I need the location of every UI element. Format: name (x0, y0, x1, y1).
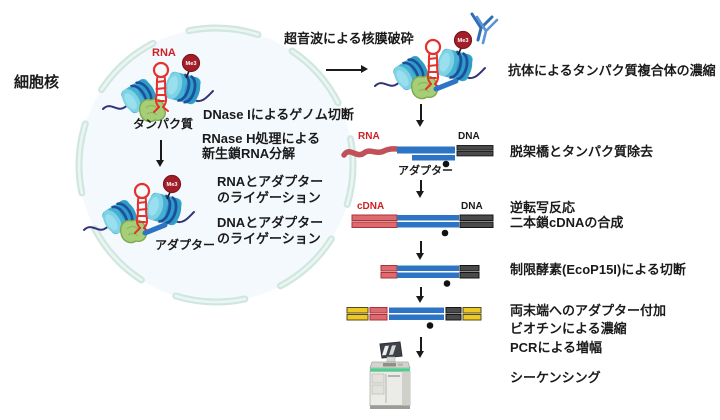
step-rna-ligation-line2: のライゲーション (217, 190, 321, 205)
library-fragment-molecule (346, 307, 482, 329)
step-rna-ligation-line1: RNAとアダプター (217, 174, 324, 189)
cdna-bars (351, 214, 494, 228)
arrow-down-icon (156, 140, 165, 167)
cdna-double-strand-molecule: cDNA DNA (351, 201, 494, 237)
rna-adapter-dna-molecule: RNA DNA (341, 131, 494, 168)
rna-label: RNA (152, 47, 176, 59)
chromatin-complex-icon: Me3 (100, 42, 215, 130)
adapter-label: アダプター (155, 238, 216, 252)
digested-fragment-molecule (380, 265, 480, 287)
step-pcr: PCRによる増幅 (510, 340, 603, 355)
arrow-down-icon (416, 337, 425, 358)
biotin-icon (442, 160, 450, 168)
step-sequencing: シーケンシング (510, 370, 601, 385)
dna-bar-icon (456, 150, 494, 157)
me3-icon: Me3 (186, 61, 197, 67)
step-rnase-line2: 新生鎖RNA分解 (202, 146, 296, 161)
step-rnase-line1: RNase H処理による (202, 131, 321, 146)
step-dna-ligation-line1: DNAとアダプター (217, 215, 324, 230)
me3-icon: Me3 (458, 38, 469, 44)
rna-ribbon-icon (341, 146, 400, 158)
step-adapter-add: 両末端へのアダプター付加 (510, 303, 667, 318)
dna-bar-icon (456, 145, 494, 151)
step-decrosslink: 脱架橋とタンパク質除去 (510, 144, 654, 159)
dna-label: DNA (458, 131, 480, 142)
arrow-down-icon (416, 104, 425, 127)
step-dnase: DNase Iによるゲノム切断 (203, 107, 354, 122)
arrow-down-icon (416, 180, 425, 198)
arrow-down-icon (416, 287, 425, 303)
library-bars (346, 307, 482, 321)
step-biotin-enrich: ビオチンによる濃縮 (510, 321, 627, 336)
step-antibody-enrich: 抗体によるタンパク質複合体の濃縮 (508, 63, 716, 78)
sequencer-icon (369, 341, 411, 409)
me3-icon: Me3 (167, 182, 178, 188)
adapter-bar-icon (397, 146, 455, 154)
rna-label: RNA (358, 131, 380, 142)
dna-label: DNA (461, 201, 483, 212)
digested-bars (380, 265, 480, 279)
biotin-icon (426, 322, 434, 329)
protein-label: タンパク質 (133, 117, 194, 131)
step-digestion: 制限酵素(EcoP15I)による切断 (510, 262, 686, 277)
step-dna-ligation-line2: のライゲーション (217, 231, 321, 246)
adapter-label: アダプター (398, 165, 453, 177)
biotin-icon (441, 229, 449, 237)
cdna-label: cDNA (357, 201, 384, 212)
step-sonication: 超音波による核膜破砕 (284, 31, 414, 46)
chromatin-complex-adapter-icon: Me3 (80, 161, 198, 256)
nucleus-label: 細胞核 (14, 74, 60, 91)
adapter-bar-icon (412, 155, 455, 161)
antibody-icon (470, 12, 499, 45)
chromatin-complex-antibody-icon: Me3 (372, 12, 499, 102)
step-rt-line1: 逆転写反応 (510, 200, 576, 215)
biotin-icon (443, 280, 451, 287)
arrow-down-icon (416, 241, 425, 260)
step-rt-line2: 二本鎖cDNAの合成 (510, 215, 624, 230)
arrow-right-icon (326, 65, 368, 74)
